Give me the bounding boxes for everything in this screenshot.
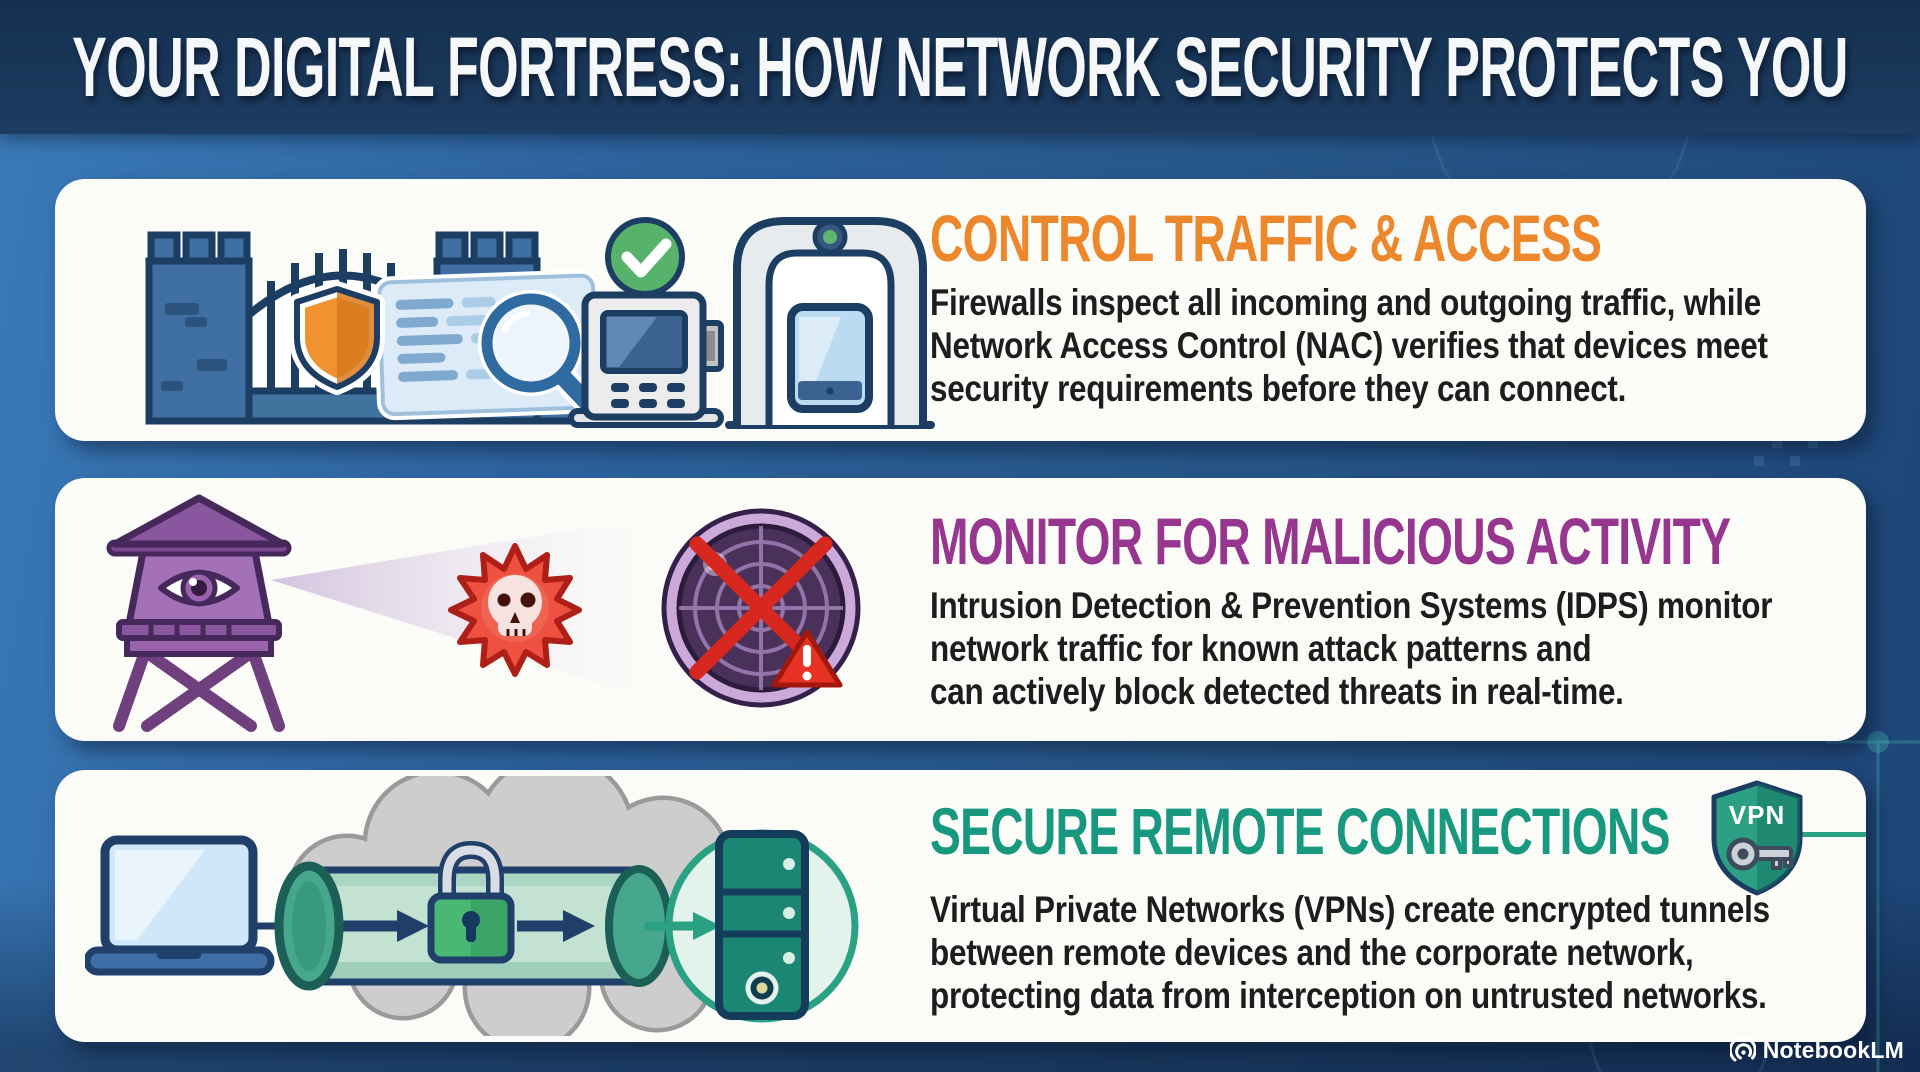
card-heading: SECURE REMOTE CONNECTIONS bbox=[930, 794, 1670, 868]
radar-blocked-icon bbox=[661, 508, 861, 708]
card3-illustration bbox=[85, 776, 859, 1036]
vpn-shield-key-icon: VPN bbox=[1711, 780, 1803, 896]
card-secure-remote: SECURE REMOTE CONNECTIONS Virtual Privat… bbox=[55, 770, 1866, 1042]
castle-gate-icon bbox=[145, 231, 612, 428]
header: YOUR DIGITAL FORTRESS: HOW NETWORK SECUR… bbox=[0, 0, 1920, 134]
card-heading: CONTROL TRAFFIC & ACCESS bbox=[930, 201, 1602, 275]
traffic-arrow-icon bbox=[341, 910, 595, 942]
card-body: Virtual Private Networks (VPNs) create e… bbox=[930, 889, 1770, 1016]
kiosk-icon bbox=[568, 291, 724, 428]
vpn-tunnel-icon bbox=[274, 840, 673, 991]
skull-burst-icon bbox=[448, 543, 582, 677]
padlock-icon bbox=[427, 840, 515, 964]
key-icon bbox=[1726, 837, 1793, 871]
card-heading: MONITOR FOR MALICIOUS ACTIVITY bbox=[930, 504, 1731, 578]
eye-icon bbox=[158, 569, 240, 607]
kiosk-keypad bbox=[611, 383, 685, 408]
warning-triangle-icon bbox=[771, 629, 843, 688]
skull-icon bbox=[488, 575, 542, 636]
security-scanner-icon bbox=[568, 217, 935, 429]
watermark: NotebookLM bbox=[1729, 1037, 1904, 1064]
castle-tower-left bbox=[145, 231, 253, 425]
vpn-badge-label: VPN bbox=[1729, 800, 1785, 830]
page-title: YOUR DIGITAL FORTRESS: HOW NETWORK SECUR… bbox=[72, 20, 1848, 114]
shield-icon bbox=[289, 281, 385, 395]
watermark-label: NotebookLM bbox=[1762, 1037, 1904, 1063]
notebooklm-logo-icon bbox=[1729, 1037, 1756, 1061]
vpn-connector-line bbox=[1799, 832, 1866, 837]
tunnel-to-server-arrow bbox=[645, 912, 721, 940]
card2-illustration bbox=[106, 494, 861, 732]
card-control-traffic: CONTROL TRAFFIC & ACCESS Firewalls inspe… bbox=[55, 179, 1866, 441]
card-monitor-activity: MONITOR FOR MALICIOUS ACTIVITY Intrusion… bbox=[55, 478, 1866, 741]
card-body: Firewalls inspect all incoming and outgo… bbox=[930, 282, 1768, 409]
server-icon bbox=[715, 830, 809, 1020]
check-circle-icon bbox=[605, 217, 685, 297]
tablet-icon bbox=[787, 303, 873, 413]
card-body: Intrusion Detection & Prevention Systems… bbox=[930, 585, 1773, 712]
scanner-gate-icon bbox=[733, 217, 927, 425]
card1-illustration bbox=[145, 217, 935, 429]
watchtower-eye-icon bbox=[106, 494, 292, 732]
server-circle-icon bbox=[645, 829, 859, 1023]
